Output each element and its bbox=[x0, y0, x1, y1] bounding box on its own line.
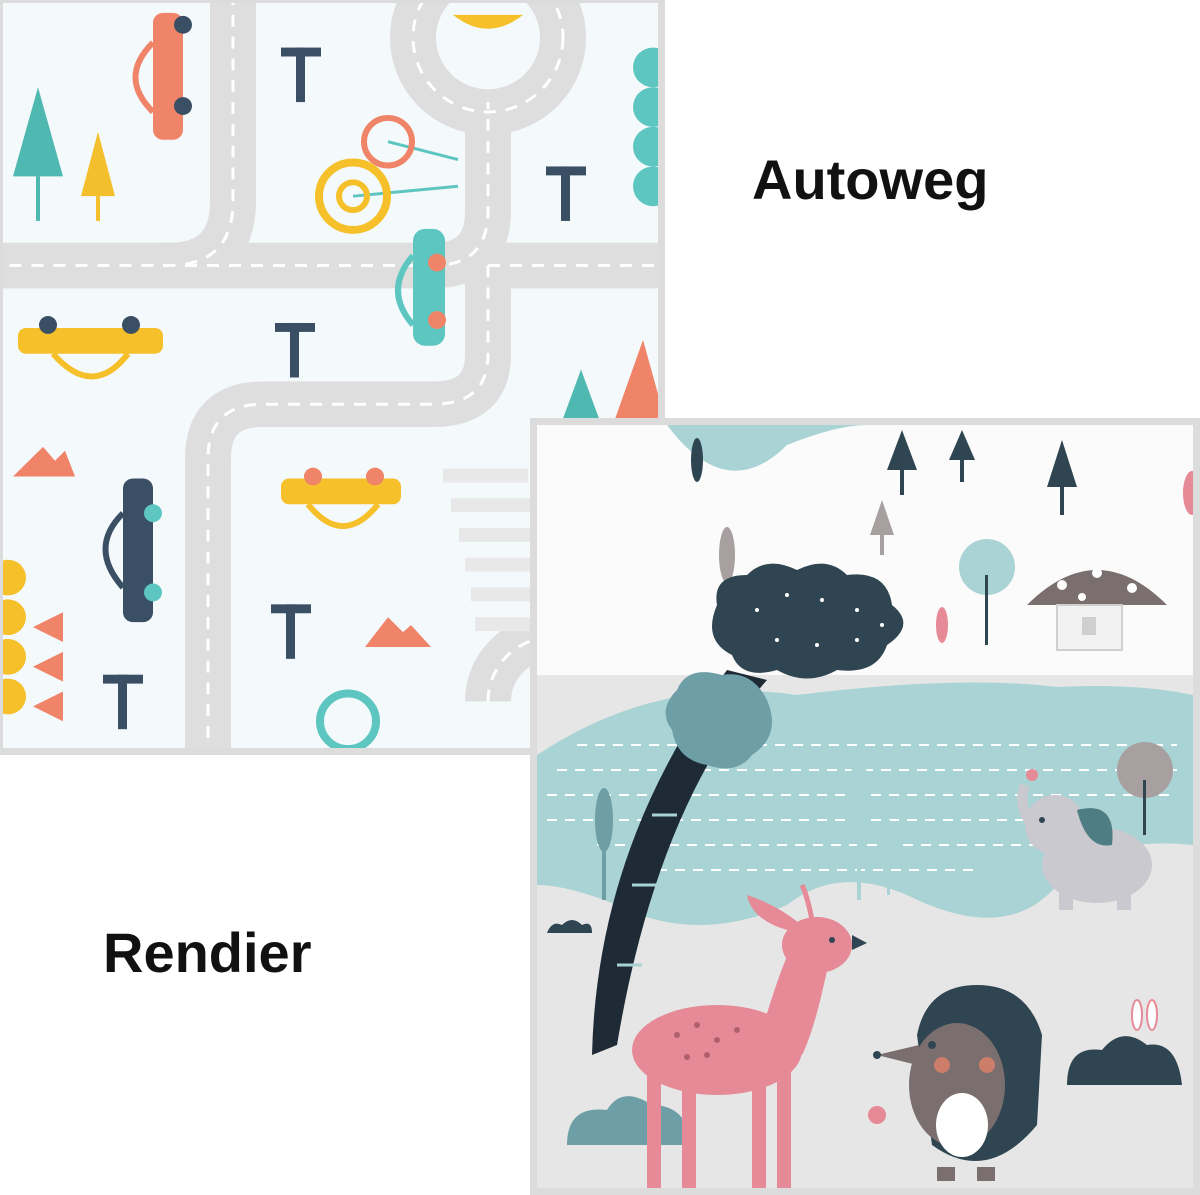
hedgehog-icon bbox=[868, 985, 1042, 1181]
hill bbox=[667, 425, 867, 471]
road-mat-panel bbox=[0, 0, 665, 755]
yellow-edge-shapes bbox=[3, 559, 26, 715]
deer-spots bbox=[674, 1022, 740, 1060]
car-yellow-2-icon bbox=[281, 467, 401, 530]
bush-icons bbox=[633, 47, 658, 207]
forest-mat-panel bbox=[530, 418, 1200, 1195]
tree-trunk-marks bbox=[617, 813, 677, 967]
slim-tree-icons bbox=[595, 755, 896, 900]
deer-icon bbox=[632, 883, 867, 1188]
big-tree-icon bbox=[592, 563, 904, 1055]
navy-bush-icons bbox=[547, 920, 1182, 1085]
bunny-ears-icon bbox=[1131, 999, 1158, 1031]
t-sign-icon bbox=[281, 47, 321, 103]
t-sign-icon bbox=[275, 322, 315, 378]
road-mat-illustration bbox=[3, 3, 658, 748]
car-navy-icon bbox=[102, 478, 162, 623]
car-yellow-icon bbox=[18, 316, 163, 380]
t-sign-icon bbox=[103, 674, 143, 730]
grey-tree-icons bbox=[870, 500, 894, 555]
car-orange-icon bbox=[132, 12, 192, 140]
t-sign-icon bbox=[546, 166, 586, 221]
round-tree-icons bbox=[959, 539, 1173, 835]
t-sign-icon bbox=[271, 604, 311, 659]
lollipop-icons bbox=[315, 114, 459, 748]
mushroom-house-icon bbox=[1027, 568, 1167, 651]
sun-icon bbox=[453, 14, 523, 29]
pine-tree-icons bbox=[887, 430, 1077, 515]
road-mat-label: Autoweg bbox=[752, 148, 989, 211]
t-signs bbox=[103, 47, 586, 730]
forest-mat-label: Rendier bbox=[103, 921, 312, 984]
orange-edge-triangles bbox=[33, 612, 63, 722]
forest-mat-illustration bbox=[537, 425, 1193, 1188]
tree-leaf-dots bbox=[755, 593, 884, 647]
car-teal-icon bbox=[395, 228, 446, 346]
elephant-icon bbox=[1017, 769, 1152, 910]
pink-tree-icons bbox=[691, 438, 1193, 643]
